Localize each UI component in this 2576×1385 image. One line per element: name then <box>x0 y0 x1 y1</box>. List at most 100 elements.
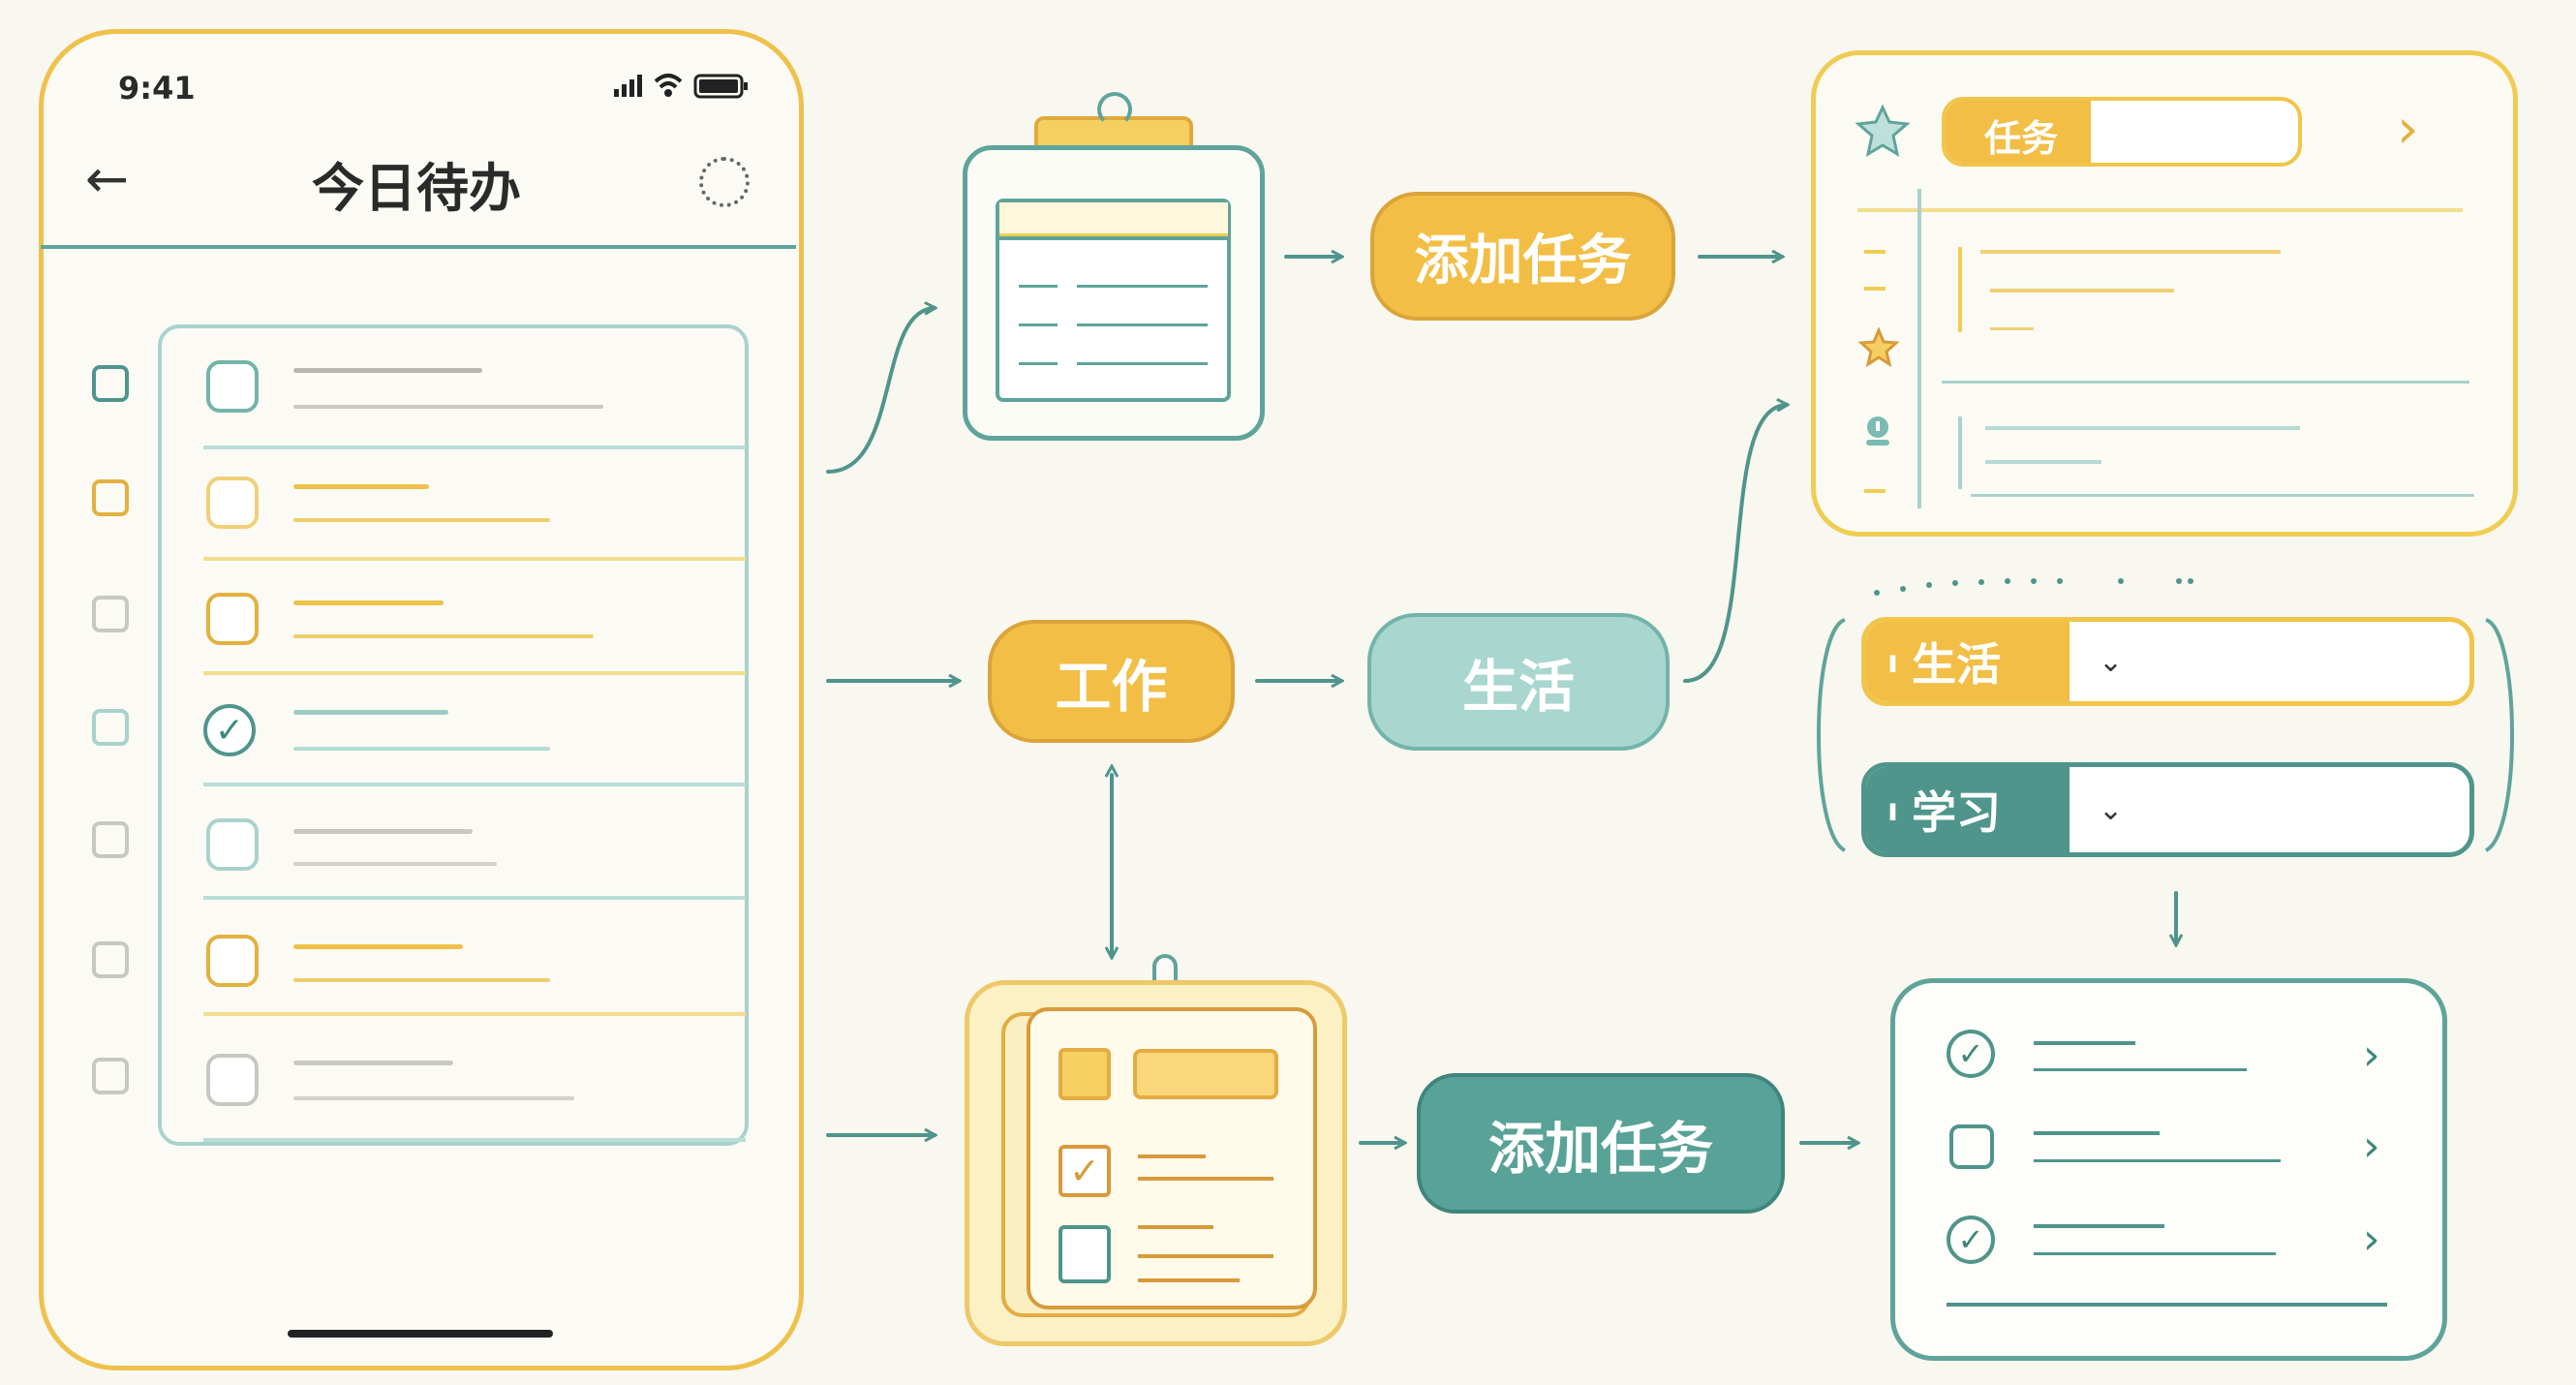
task-detail-placeholder <box>293 1096 574 1100</box>
task-checkbox[interactable] <box>206 360 259 413</box>
checklist-title-block <box>1133 1049 1278 1099</box>
task-title-placeholder <box>293 944 463 949</box>
task-title-placeholder <box>293 710 448 715</box>
text-placeholder <box>1985 460 2101 464</box>
badge-star-icon <box>1855 104 1911 159</box>
text-placeholder <box>2034 1252 2276 1255</box>
text-placeholder <box>2034 1068 2247 1071</box>
text-placeholder <box>1980 250 2281 254</box>
task-checkbox[interactable] <box>206 593 259 645</box>
row-divider <box>203 1138 746 1142</box>
chevron-right-icon[interactable]: › <box>2363 1215 2380 1264</box>
task-detail-placeholder <box>293 978 550 982</box>
battery-icon <box>693 74 748 99</box>
row-checkbox[interactable] <box>92 709 129 746</box>
task-detail-placeholder <box>293 405 603 409</box>
checklist-checkbox-checked[interactable]: ✓ <box>1058 1145 1111 1197</box>
text-placeholder <box>2034 1041 2135 1045</box>
task-checkbox[interactable] <box>206 935 259 987</box>
text-placeholder <box>1138 1154 1206 1158</box>
header-divider <box>41 245 796 249</box>
row-checkbox[interactable] <box>92 1058 129 1094</box>
result-check-icon[interactable]: ✓ <box>1947 1030 1995 1078</box>
marker-dash <box>1864 287 1886 291</box>
row-checkbox[interactable] <box>92 365 129 402</box>
task-checkbox-checked[interactable]: ✓ <box>203 704 256 756</box>
wifi-icon <box>654 74 683 97</box>
add-task-button-bottom[interactable]: 添加任务 <box>1417 1073 1785 1214</box>
task-checkbox[interactable] <box>206 1054 259 1106</box>
task-checkbox[interactable] <box>206 818 259 871</box>
task-title-placeholder <box>293 368 482 373</box>
row-divider <box>203 671 746 675</box>
status-time: 9:41 <box>118 70 196 107</box>
task-title-placeholder <box>293 829 473 834</box>
card-divider <box>1857 208 2463 212</box>
row-divider <box>203 783 746 786</box>
status-bar-icons <box>612 70 757 107</box>
star-icon <box>1857 326 1900 378</box>
marker-dash <box>1864 250 1886 254</box>
category-life-button[interactable]: 生活 <box>1367 613 1670 751</box>
chevron-down-icon: ⌄ <box>2099 792 2124 827</box>
row-checkbox[interactable] <box>92 821 129 858</box>
field-bar <box>1958 247 1962 332</box>
text-placeholder <box>2034 1159 2281 1162</box>
task-detail-placeholder <box>293 747 550 751</box>
task-title-field[interactable]: 任务 <box>1942 97 2302 167</box>
text-placeholder <box>1990 327 2034 330</box>
field-bar <box>1958 416 1962 489</box>
study-category-label: 学习 <box>1911 786 2001 839</box>
text-placeholder <box>1138 1225 1213 1229</box>
chevron-right-icon[interactable]: › <box>2363 1031 2380 1080</box>
more-options-icon[interactable] <box>699 157 750 207</box>
text-placeholder <box>1985 426 2300 430</box>
row-divider <box>203 557 746 561</box>
row-checkbox[interactable] <box>92 596 129 632</box>
checklist-item-marker <box>1058 1048 1111 1100</box>
card-column-divider <box>1917 189 1921 508</box>
task-title-placeholder <box>293 600 444 605</box>
chevron-down-icon: ⌄ <box>2099 644 2124 679</box>
user-icon <box>1861 415 1894 447</box>
row-divider <box>203 896 746 900</box>
task-field-label: 任务 <box>1984 117 2059 160</box>
result-checkbox[interactable] <box>1949 1124 1994 1169</box>
text-placeholder <box>1138 1278 1240 1282</box>
task-title-placeholder <box>293 1061 453 1065</box>
result-check-icon[interactable]: ✓ <box>1947 1216 1995 1264</box>
back-arrow-icon[interactable]: ← <box>85 148 130 209</box>
task-list-card <box>158 324 749 1146</box>
task-detail-placeholder <box>293 634 594 638</box>
add-task-button-top[interactable]: 添加任务 <box>1370 192 1675 321</box>
clipboard-form <box>996 199 1231 402</box>
task-checkbox[interactable] <box>206 477 259 529</box>
page-title: 今日待办 <box>312 158 521 219</box>
home-indicator <box>288 1330 553 1338</box>
row-checkbox[interactable] <box>92 941 129 978</box>
text-placeholder <box>1990 289 2174 292</box>
checklist-checkbox[interactable] <box>1058 1225 1111 1283</box>
signal-icon <box>614 75 642 97</box>
phone-frame <box>39 29 804 1370</box>
text-placeholder <box>2034 1131 2160 1135</box>
row-divider <box>203 446 746 449</box>
clipboard-ring <box>1097 92 1132 127</box>
row-divider <box>203 1012 746 1016</box>
category-work-button[interactable]: 工作 <box>988 620 1235 743</box>
chevron-right-icon[interactable]: › <box>2397 98 2419 161</box>
card-row-divider <box>1942 381 2469 384</box>
text-placeholder <box>1138 1177 1273 1181</box>
card-divider <box>1947 1303 2387 1307</box>
card-row-divider <box>1971 494 2474 497</box>
text-placeholder <box>2034 1224 2164 1228</box>
task-detail-placeholder <box>293 862 497 866</box>
task-title-placeholder <box>293 484 429 489</box>
marker-dash <box>1864 489 1886 493</box>
text-placeholder <box>1138 1254 1273 1258</box>
chevron-right-icon[interactable]: › <box>2363 1122 2380 1171</box>
row-checkbox[interactable] <box>92 479 129 516</box>
